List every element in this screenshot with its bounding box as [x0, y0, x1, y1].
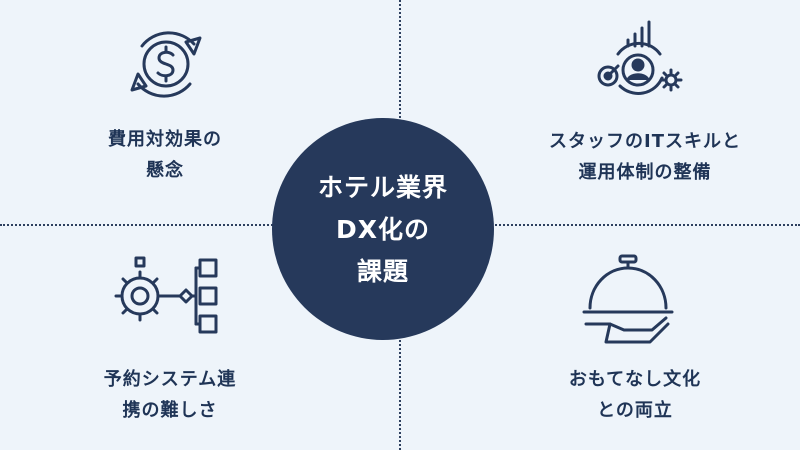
label-line-1: おもてなし文化: [568, 369, 702, 390]
label-line-1: スタッフのITスキルと: [549, 131, 741, 152]
label-line-1: 予約システム連: [103, 369, 237, 390]
center-title-line-3: 課題: [356, 257, 409, 286]
label-line-2: との両立: [597, 400, 673, 421]
staff-it-skills-label: スタッフのITスキルと 運用体制の整備: [500, 126, 790, 188]
label-line-2: 携の難しさ: [122, 400, 218, 421]
staff-it-skills-icon: [588, 20, 684, 100]
cloche-service-icon: [580, 252, 676, 346]
label-line-2: 懸念: [146, 160, 184, 181]
label-line-1: 費用対効果の: [108, 129, 222, 150]
hospitality-culture-label: おもてなし文化 との両立: [500, 364, 770, 426]
dollar-cycle-icon: [120, 18, 212, 110]
reservation-system-label: 予約システム連 携の難しさ: [55, 364, 285, 426]
center-topic-circle: ホテル業界 DX化の 課題: [272, 118, 494, 340]
label-line-2: 運用体制の整備: [578, 162, 712, 183]
gear-system-link-icon: [108, 250, 218, 340]
center-title-line-1: ホテル業界: [317, 173, 448, 202]
center-title-line-2: DX化の: [335, 215, 431, 244]
cost-effectiveness-label: 費用対効果の 懸念: [60, 124, 270, 186]
